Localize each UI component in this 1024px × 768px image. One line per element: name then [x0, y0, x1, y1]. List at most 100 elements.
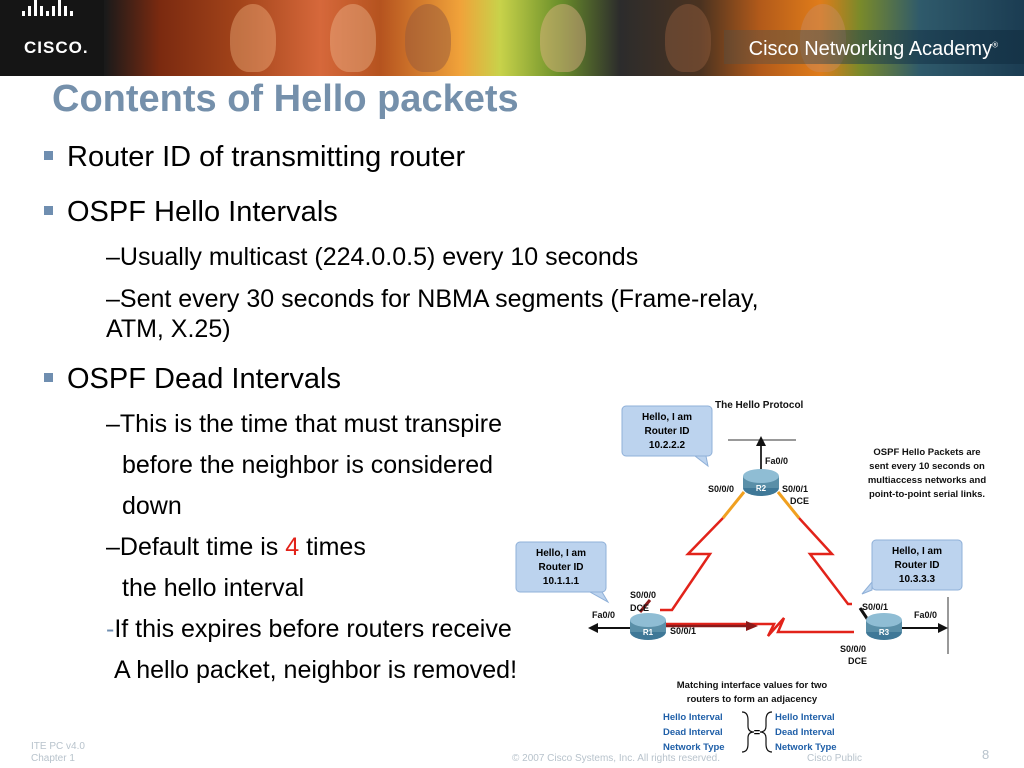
- dash: –: [106, 533, 120, 561]
- dash: –: [106, 243, 120, 271]
- arrow-up-icon: [756, 436, 766, 446]
- header-banner: CISCO. Cisco Networking Academy®: [0, 0, 1024, 76]
- sub-bullet-text: This is the time that must transpire: [119, 410, 502, 438]
- callout-r3-line3: 10.3.3.3: [899, 574, 936, 585]
- router-r2: R2: [743, 469, 779, 496]
- left-list-item: Dead Interval: [663, 727, 723, 738]
- footer-copyright: © 2007 Cisco Systems, Inc. All rights re…: [512, 753, 721, 764]
- r2-s000-label: S0/0/0: [708, 484, 734, 494]
- callout-r1-line2: Router ID: [539, 562, 584, 573]
- bullet-dead-intervals: OSPF Dead Intervals: [44, 363, 341, 396]
- bullet-square-icon: [44, 372, 53, 382]
- registered-mark: ®: [992, 40, 998, 50]
- link-r2-left: [721, 491, 746, 519]
- dash: –: [106, 285, 120, 313]
- router-r1: R1: [630, 613, 666, 640]
- sub-bullet-transpire: –This is the time that must transpire: [106, 410, 502, 439]
- academy-name: Cisco Networking Academy®: [749, 38, 998, 61]
- arrow-right-icon: [938, 623, 948, 633]
- sub-bullet-text: Sent every 30 seconds for NBMA segments …: [119, 285, 759, 313]
- callout-r2-line1: Hello, I am: [642, 412, 692, 423]
- r1-fa-label: Fa0/0: [592, 610, 615, 620]
- bullet-text: OSPF Dead Intervals: [67, 363, 341, 395]
- r2-s001-label: S0/0/1: [782, 484, 808, 494]
- hyphen: -: [106, 615, 115, 643]
- arrow-right-icon: [746, 621, 758, 631]
- sub-bullet-default-time: –Default time is 4 times: [106, 533, 366, 562]
- callout-r3: Hello, I am Router ID 10.3.3.3: [861, 539, 963, 595]
- bullet-text: Router ID of transmitting router: [67, 141, 466, 173]
- note-line4: point-to-point serial links.: [869, 489, 985, 500]
- sub-bullet-multicast: –Usually multicast (224.0.0.5) every 10 …: [106, 243, 638, 272]
- matching-lists: Hello Interval Dead Interval Network Typ…: [663, 712, 837, 753]
- bullet-hello-intervals: OSPF Hello Intervals: [44, 196, 338, 229]
- bullet-square-icon: [44, 205, 53, 215]
- right-brace-icon: [759, 711, 773, 753]
- bullet-square-icon: [44, 150, 53, 160]
- router-r1-label: R1: [643, 628, 654, 637]
- banner-photo: [665, 4, 711, 72]
- arrow-left-icon: [588, 623, 598, 633]
- academy-box: [724, 30, 1024, 64]
- sub-bullet-expires-cont: A hello packet, neighbor is removed!: [114, 656, 518, 684]
- callout-r1-line3: 10.1.1.1: [543, 576, 580, 587]
- interface-labels: Fa0/0 S0/0/0 S0/0/1 DCE S0/0/0 DCE Fa0/0…: [592, 456, 937, 666]
- bullet-router-id: Router ID of transmitting router: [44, 141, 465, 174]
- note-line3: multiaccess networks and: [868, 475, 986, 486]
- left-brace-icon: [741, 711, 755, 753]
- r3-dce-label: DCE: [848, 656, 867, 666]
- link-r2-right: [776, 491, 801, 519]
- serial-link-r1-r3: [662, 617, 854, 637]
- callout-r1-line1: Hello, I am: [536, 548, 586, 559]
- sub-bullet-text: times: [299, 533, 366, 561]
- footer-chapter: Chapter 1: [31, 753, 75, 764]
- sub-bullet-text: Usually multicast (224.0.0.5) every 10 s…: [119, 243, 639, 271]
- r2-dce-label: DCE: [790, 496, 809, 506]
- footer-public: Cisco Public: [807, 753, 863, 764]
- r3-s000-label: S0/0/0: [840, 644, 866, 654]
- diagram-title: The Hello Protocol: [715, 400, 804, 411]
- r1-dce-label: DCE: [630, 603, 649, 613]
- sub-bullet-nbma-cont: ATM, X.25): [106, 315, 231, 343]
- sub-bullet-text: Default time is: [119, 533, 286, 561]
- banner-photo: [330, 4, 376, 72]
- slide-title: Contents of Hello packets: [52, 78, 519, 120]
- footer-course: ITE PC v4.0: [31, 741, 85, 752]
- matching-line2: routers to form an adjacency: [687, 694, 818, 705]
- banner-photo: [405, 4, 451, 72]
- dash: –: [106, 410, 120, 438]
- highlight-number: 4: [285, 533, 300, 561]
- matching-caption: Matching interface values for two router…: [677, 680, 828, 705]
- router-r3: R3: [866, 613, 902, 640]
- footer-page-number: 8: [982, 747, 990, 762]
- banner-photo: [540, 4, 586, 72]
- cisco-logo-text: CISCO.: [24, 38, 89, 57]
- r2-fa-label: Fa0/0: [765, 456, 788, 466]
- sub-bullet-transpire-cont: down: [122, 492, 182, 520]
- left-list-item: Hello Interval: [663, 712, 723, 723]
- right-list-item: Hello Interval: [775, 712, 835, 723]
- right-list-item: Dead Interval: [775, 727, 835, 738]
- r3-s001-label: S0/0/1: [862, 602, 888, 612]
- sub-bullet-text: If this expires before routers receive: [114, 615, 512, 643]
- cisco-logo: CISCO.: [0, 0, 104, 76]
- router-r2-label: R2: [756, 484, 767, 493]
- r1-s000-label: S0/0/0: [630, 590, 656, 600]
- serial-link-r1-r2: [660, 517, 724, 612]
- note-line1: OSPF Hello Packets are: [873, 447, 980, 458]
- banner-photo: [230, 4, 276, 72]
- r3-fa-label: Fa0/0: [914, 610, 937, 620]
- left-list-item: Network Type: [663, 742, 725, 753]
- sub-bullet-default-time-cont: the hello interval: [122, 574, 305, 602]
- hello-protocol-diagram: The Hello Protocol Hello, I am Router ID…: [515, 400, 986, 753]
- equals-sign: =: [754, 727, 760, 739]
- academy-text: Cisco Networking Academy: [748, 38, 993, 60]
- router-r3-label: R3: [879, 628, 890, 637]
- right-list-item: Network Type: [775, 742, 837, 753]
- hello-note: OSPF Hello Packets are sent every 10 sec…: [868, 447, 986, 500]
- callout-r2-line2: Router ID: [645, 426, 690, 437]
- sub-bullet-nbma: –Sent every 30 seconds for NBMA segments…: [106, 285, 759, 314]
- callout-r2: Hello, I am Router ID 10.2.2.2: [621, 405, 713, 468]
- note-line2: sent every 10 seconds on: [869, 461, 985, 472]
- sub-bullet-transpire-cont: before the neighbor is considered: [122, 451, 494, 479]
